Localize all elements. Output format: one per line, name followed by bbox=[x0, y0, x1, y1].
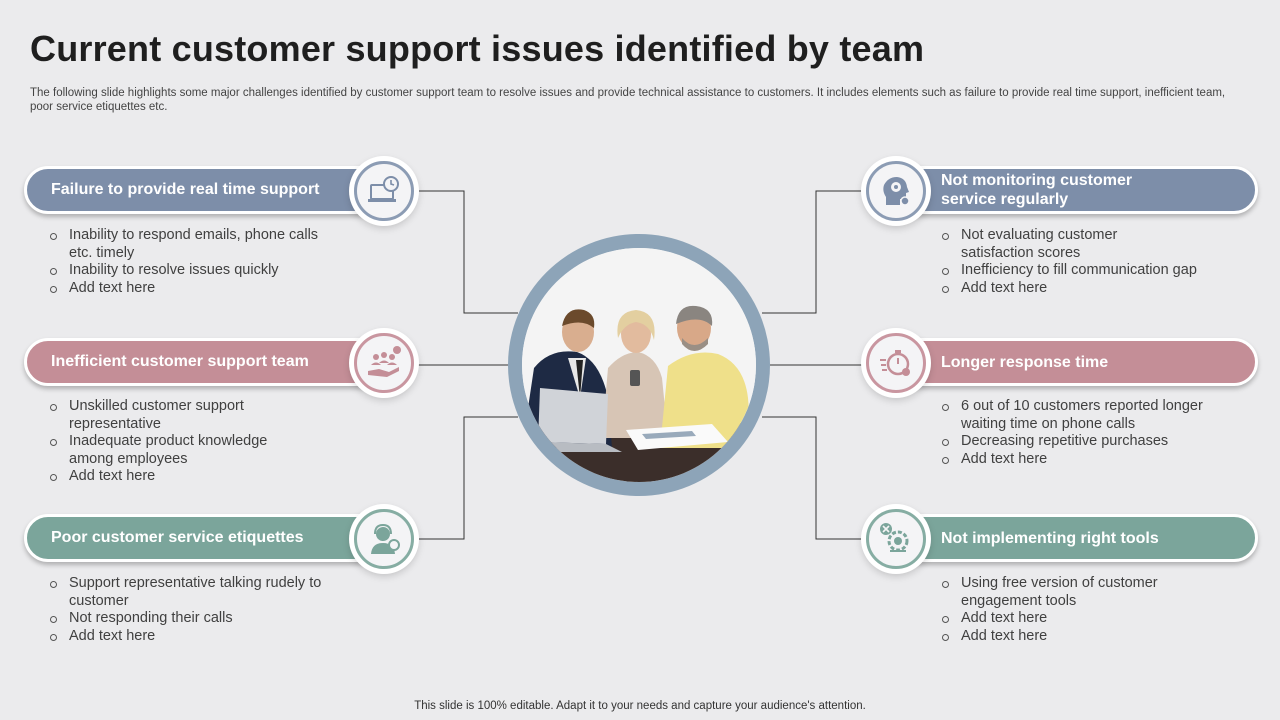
bullet-list: Inability to respond emails, phone calls… bbox=[50, 227, 340, 297]
item-title: Longer response time bbox=[941, 353, 1109, 371]
bullet-list: 6 out of 10 customers reported longer wa… bbox=[942, 398, 1212, 468]
list-item: Add text here bbox=[50, 468, 310, 486]
list-item: Add text here bbox=[942, 451, 1212, 469]
item-title: Poor customer service etiquettes bbox=[51, 529, 304, 546]
list-item: Inadequate product knowledge among emplo… bbox=[50, 433, 310, 468]
laptop-clock-icon bbox=[354, 161, 414, 221]
bullet-list: Not evaluating customer satisfaction sco… bbox=[942, 227, 1232, 297]
list-item: Add text here bbox=[942, 280, 1232, 298]
item-not-monitoring-service: Not monitoring customer service regularl… bbox=[884, 166, 1258, 214]
list-item: Support representative talking rudely to… bbox=[50, 575, 340, 610]
list-item: Inefficiency to fill communication gap bbox=[942, 262, 1232, 280]
page-title: Current customer support issues identifi… bbox=[30, 28, 925, 69]
item-poor-service-etiquettes: Poor customer service etiquettes bbox=[24, 514, 396, 562]
list-item: 6 out of 10 customers reported longer wa… bbox=[942, 398, 1212, 433]
item-title: Failure to provide real time support bbox=[51, 181, 320, 198]
list-item: Using free version of customer engagemen… bbox=[942, 575, 1192, 610]
stopwatch-icon bbox=[866, 333, 926, 393]
list-item: Inability to respond emails, phone calls… bbox=[50, 227, 340, 262]
item-longer-response-time: Longer response time bbox=[884, 338, 1258, 386]
item-title: Inefficient customer support team bbox=[51, 353, 309, 370]
list-item: Add text here bbox=[942, 610, 1192, 628]
headset-agent-icon bbox=[354, 509, 414, 569]
list-item: Add text here bbox=[50, 628, 340, 646]
item-failure-realtime-support: Failure to provide real time support bbox=[24, 166, 396, 214]
list-item: Not responding their calls bbox=[50, 610, 340, 628]
bullet-list: Support representative talking rudely to… bbox=[50, 575, 340, 645]
bullet-list: Unskilled customer support representativ… bbox=[50, 398, 310, 486]
list-item: Unskilled customer support representativ… bbox=[50, 398, 310, 433]
list-item: Not evaluating customer satisfaction sco… bbox=[942, 227, 1151, 262]
footer-note: This slide is 100% editable. Adapt it to… bbox=[414, 700, 866, 712]
page-subtitle: The following slide highlights some majo… bbox=[30, 87, 1226, 113]
team-hand-icon bbox=[354, 333, 414, 393]
bullet-list: Using free version of customer engagemen… bbox=[942, 575, 1192, 645]
item-title: Not implementing right tools bbox=[941, 529, 1159, 547]
item-inefficient-support-team: Inefficient customer support team bbox=[24, 338, 396, 386]
item-not-implementing-tools: Not implementing right tools bbox=[884, 514, 1258, 562]
head-gear-icon bbox=[866, 161, 926, 221]
list-item: Add text here bbox=[942, 628, 1192, 646]
item-title: Not monitoring customer service regularl… bbox=[941, 172, 1133, 208]
team-meeting-photo bbox=[522, 248, 756, 482]
list-item: Inability to resolve issues quickly bbox=[50, 262, 340, 280]
list-item: Decreasing repetitive purchases bbox=[942, 433, 1212, 451]
tools-gear-icon bbox=[866, 509, 926, 569]
list-item: Add text here bbox=[50, 280, 340, 298]
